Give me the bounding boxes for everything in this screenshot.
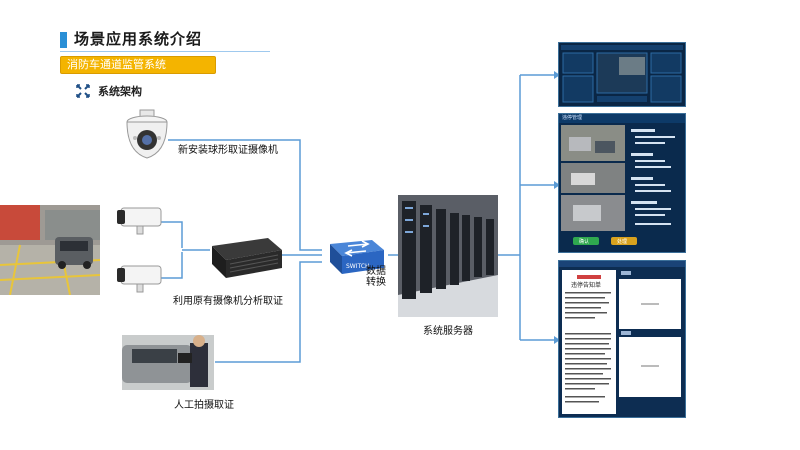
street-scene-photo [0, 205, 100, 295]
manual-photo-label: 人工拍摄取证 [174, 400, 234, 411]
screen2-confirm-label: 确认 [579, 238, 589, 245]
screen2-handle-button [611, 237, 637, 245]
dome-camera-label: 新安装球形取证摄像机 [178, 145, 278, 156]
server-label: 系统服务器 [423, 326, 473, 337]
manual-photo-image [122, 335, 214, 390]
screen3-content: 违停告知单 [559, 261, 685, 414]
dashboard-content [559, 43, 685, 106]
line-manual-to-switch [215, 261, 322, 363]
screen2-confirm-button [573, 237, 599, 245]
arrow-head-screen1 [554, 71, 560, 79]
server-room-image [398, 195, 498, 317]
section-heading: 系统架构 [98, 85, 142, 98]
analyzer-device-image [212, 238, 282, 278]
screen2-content: 确认 处理 [561, 125, 675, 245]
system-name-badge: 消防车通道监管系统 [60, 56, 216, 74]
line-camera1-to-bracket [160, 221, 183, 248]
switch-device-text: SWITCH [346, 263, 370, 270]
data-conversion-label: 数据 转换 [366, 266, 386, 288]
page-title: 场景应用系统介绍 [74, 30, 203, 48]
arrow-head-screen3 [554, 336, 560, 344]
screen3-doc-title: 违停告知单 [571, 281, 601, 289]
line-camera2-to-bracket [160, 252, 183, 279]
screen2-handle-label: 处理 [617, 238, 627, 245]
existing-cameras-label: 利用原有摄像机分析取证 [173, 296, 283, 307]
title-accent-bar [60, 32, 67, 48]
screen2-title: 违停管理 [559, 114, 685, 123]
architecture-icon [76, 84, 90, 98]
data-conversion-label-line1: 数据 [366, 266, 386, 277]
bullet-camera-1-image [117, 207, 162, 235]
bullet-camera-2-image [117, 265, 162, 293]
data-conversion-label-line2: 转换 [366, 277, 386, 288]
violation-notice-screen: 违停告知单 [558, 260, 686, 418]
line-dome-to-switch [168, 139, 322, 251]
violation-management-screen: 违停管理 确认 处理 [558, 113, 686, 253]
monitoring-dashboard-screen [558, 42, 686, 107]
title-underline [60, 51, 270, 52]
switch-device-image: SWITCH [330, 240, 384, 274]
dome-camera-image [126, 109, 168, 159]
arrow-head-screen2 [554, 181, 560, 189]
